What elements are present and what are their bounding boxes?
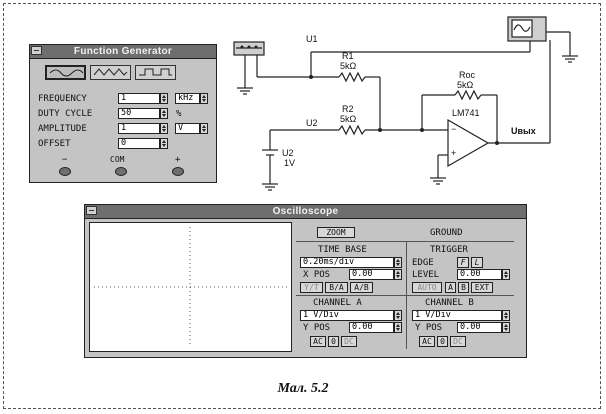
frequency-stepper[interactable]: [160, 93, 168, 104]
u2-label: U2: [306, 118, 318, 128]
terminal-minus-icon[interactable]: [59, 167, 71, 176]
r2-name: R2: [342, 104, 354, 114]
edge-label: EDGE: [412, 258, 434, 268]
duty-cycle-stepper[interactable]: [160, 108, 168, 119]
screen-graticule: [94, 227, 287, 347]
u1-label: U1: [306, 34, 318, 44]
trigger-b-button[interactable]: B: [458, 282, 469, 293]
time-base-select[interactable]: 0.20ms/div: [300, 257, 394, 268]
battery-name: U2: [282, 148, 294, 158]
output-label: Uвых: [511, 126, 536, 136]
oscilloscope-screen: [89, 222, 292, 352]
opamp-minus: −: [451, 124, 457, 134]
function-generator-titlebar[interactable]: Function Generator: [30, 45, 216, 59]
channel-a-ypos-label: Y POS: [303, 323, 331, 333]
channel-b-label: CHANNEL B: [425, 298, 474, 308]
panel-divider: [296, 241, 514, 242]
xpos-stepper[interactable]: [394, 269, 402, 280]
terminal-com-icon[interactable]: [115, 167, 127, 176]
channel-a-label: CHANNEL A: [313, 298, 362, 308]
offset-label: OFFSET: [38, 139, 71, 149]
square-wave-icon: [139, 68, 172, 76]
ground-label: GROUND: [430, 228, 463, 238]
frequency-unit-select[interactable]: kHz: [175, 93, 200, 104]
channel-b-ypos-stepper[interactable]: [502, 322, 510, 333]
sine-wave-icon: [49, 69, 84, 77]
level-label: LEVEL: [412, 270, 440, 280]
oscilloscope-title: Oscilloscope: [272, 206, 339, 217]
xpos-label: X POS: [303, 270, 331, 280]
roc-value: 5kΩ: [457, 80, 474, 90]
system-menu-icon[interactable]: [31, 46, 42, 55]
figure-frame: [3, 3, 601, 409]
opamp-name: LM741: [452, 108, 480, 118]
trigger-auto-button[interactable]: AUTO: [412, 282, 442, 293]
zoom-button[interactable]: ZOOM: [317, 227, 355, 238]
channel-a-ac-button[interactable]: AC: [310, 336, 326, 347]
panel-divider: [296, 295, 514, 296]
mode-ba-button[interactable]: B/A: [325, 282, 348, 293]
mode-yt-button[interactable]: Y/T: [300, 282, 323, 293]
edge-rise-button[interactable]: F: [457, 257, 469, 268]
xpos-input[interactable]: 0.00: [349, 269, 394, 280]
channel-b-ac-button[interactable]: AC: [419, 336, 435, 347]
channel-b-ypos-label: Y POS: [415, 323, 443, 333]
trigger-label: TRIGGER: [430, 245, 468, 255]
channel-a-ypos-input[interactable]: 0.00: [349, 322, 394, 333]
channel-a-dc-button[interactable]: DC: [341, 336, 357, 347]
level-input[interactable]: 0.00: [457, 269, 502, 280]
channel-b-scale-select[interactable]: 1 V/Div: [412, 310, 502, 321]
r1-value: 5kΩ: [340, 61, 357, 71]
opamp-plus: +: [451, 148, 457, 158]
function-generator-window: Function Generator FREQUENCY 1 kHz DUTY …: [29, 44, 217, 183]
roc-name: Roc: [459, 70, 476, 80]
triangle-wave-icon: [93, 68, 128, 76]
triangle-wave-button[interactable]: [90, 65, 131, 80]
channel-a-scale-select[interactable]: 1 V/Div: [300, 310, 394, 321]
trigger-a-button[interactable]: A: [445, 282, 456, 293]
terminal-plus-icon[interactable]: [172, 167, 184, 176]
battery-value: 1V: [284, 158, 296, 168]
figure-caption: Мал. 5.2: [277, 381, 329, 396]
oscilloscope-window: Oscilloscope ZOOM GROUND TIME BASE 0.20m…: [84, 204, 527, 358]
function-generator-title: Function Generator: [73, 46, 173, 57]
r1-name: R1: [342, 51, 354, 61]
trigger-ext-button[interactable]: EXT: [471, 282, 493, 293]
terminal-minus-label: −: [62, 155, 68, 165]
channel-b-zero-button[interactable]: 0: [437, 336, 448, 347]
terminal-com-label: COM: [110, 155, 125, 164]
frequency-unit-stepper[interactable]: [200, 93, 208, 104]
offset-stepper[interactable]: [160, 138, 168, 149]
duty-cycle-unit: %: [176, 109, 182, 119]
edge-fall-button[interactable]: L: [471, 257, 483, 268]
amplitude-unit-stepper[interactable]: [200, 123, 208, 134]
oscilloscope-titlebar[interactable]: Oscilloscope: [85, 205, 526, 219]
channel-b-scale-stepper[interactable]: [502, 310, 510, 321]
channel-a-ypos-stepper[interactable]: [394, 322, 402, 333]
channel-b-dc-button[interactable]: DC: [450, 336, 466, 347]
duty-cycle-label: DUTY CYCLE: [38, 109, 93, 119]
amplitude-unit-select[interactable]: V: [175, 123, 200, 134]
amplitude-label: AMPLITUDE: [38, 124, 87, 134]
r2-value: 5kΩ: [340, 114, 357, 124]
channel-a-scale-stepper[interactable]: [394, 310, 402, 321]
frequency-input[interactable]: 1: [118, 93, 160, 104]
system-menu-icon[interactable]: [86, 206, 97, 215]
channel-b-ypos-input[interactable]: 0.00: [457, 322, 502, 333]
amplitude-input[interactable]: 1: [118, 123, 160, 134]
level-stepper[interactable]: [502, 269, 510, 280]
time-base-stepper[interactable]: [394, 257, 402, 268]
amplitude-stepper[interactable]: [160, 123, 168, 134]
terminal-plus-label: +: [175, 155, 181, 165]
duty-cycle-input[interactable]: 50: [118, 108, 160, 119]
offset-input[interactable]: 0: [118, 138, 160, 149]
frequency-label: FREQUENCY: [38, 94, 87, 104]
square-wave-button[interactable]: [135, 65, 176, 80]
mode-ab-button[interactable]: A/B: [350, 282, 373, 293]
sine-wave-button[interactable]: [45, 65, 86, 80]
time-base-label: TIME BASE: [318, 245, 367, 255]
panel-divider: [406, 241, 407, 349]
channel-a-zero-button[interactable]: 0: [328, 336, 339, 347]
